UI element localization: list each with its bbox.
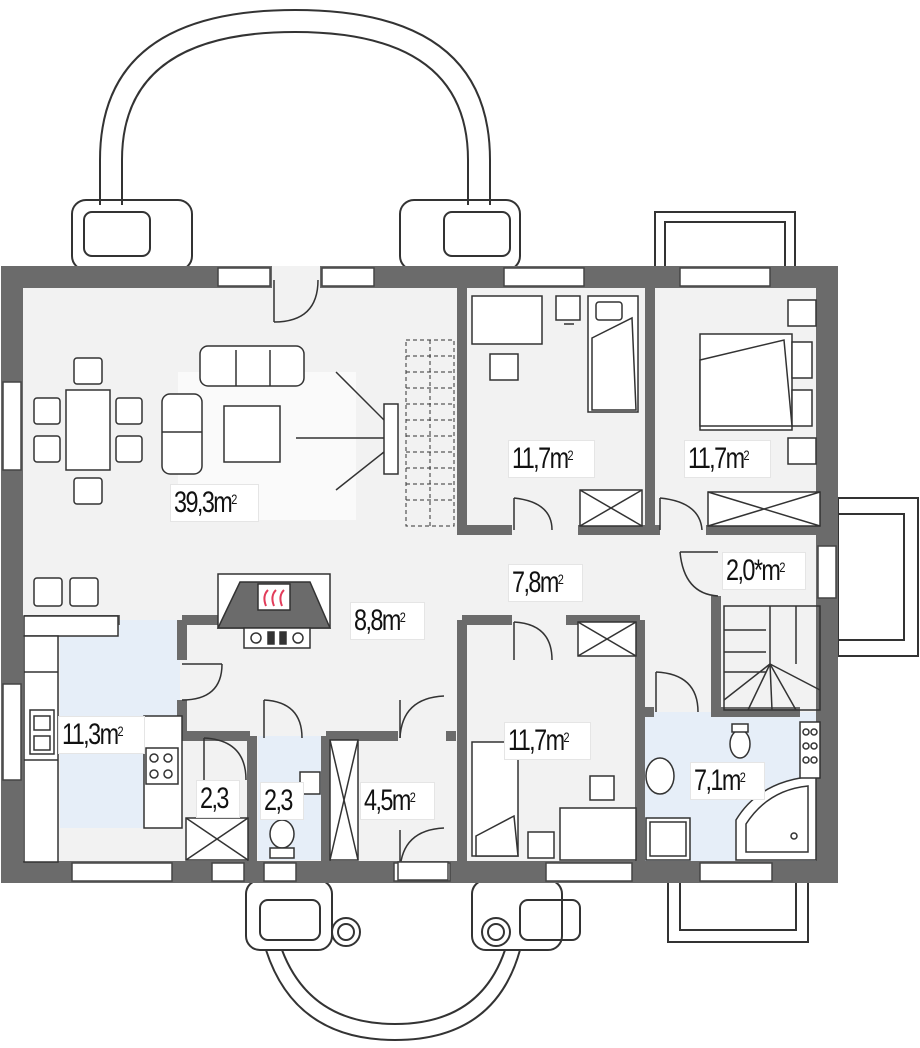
interior-walls	[24, 288, 820, 862]
room-area-wc: 2,3	[260, 782, 304, 820]
room-area-closet-right: 2,0*m2	[722, 552, 807, 590]
balcony-right-top	[654, 211, 796, 273]
room-area-vestibule: 4,5m2	[360, 782, 435, 820]
doors	[181, 279, 719, 871]
bedroom-top-mid-furniture	[471, 295, 639, 413]
room-area-bedroom-top-right: 11,7m2	[684, 440, 771, 478]
wc-fixtures	[269, 771, 321, 859]
room-area-corridor: 7,8m2	[508, 564, 583, 602]
room-area-kitchen: 11,3m2	[58, 716, 145, 754]
living-furniture	[33, 345, 399, 607]
room-area-bedroom-top-mid: 11,7m2	[508, 440, 595, 478]
terrace-top	[71, 8, 521, 271]
room-area-pantry: 2,3	[196, 780, 240, 818]
terrace-bottom	[245, 879, 581, 1042]
windows	[2, 267, 837, 882]
room-area-living: 39,3m2	[170, 484, 260, 522]
stairs-right	[723, 605, 821, 711]
stairs-main	[405, 339, 455, 527]
room-area-bedroom-bottom: 11,7m2	[504, 722, 591, 760]
room-area-bathroom: 7,1m2	[690, 762, 765, 800]
fireplace	[216, 573, 332, 649]
bedroom-bottom-furniture	[471, 741, 637, 861]
bedroom-top-right-furniture	[699, 299, 817, 465]
balcony-right-side	[837, 497, 919, 657]
room-area-hall: 8,8m2	[350, 602, 425, 640]
closets	[185, 489, 821, 861]
balcony-bottom-right	[667, 879, 809, 943]
